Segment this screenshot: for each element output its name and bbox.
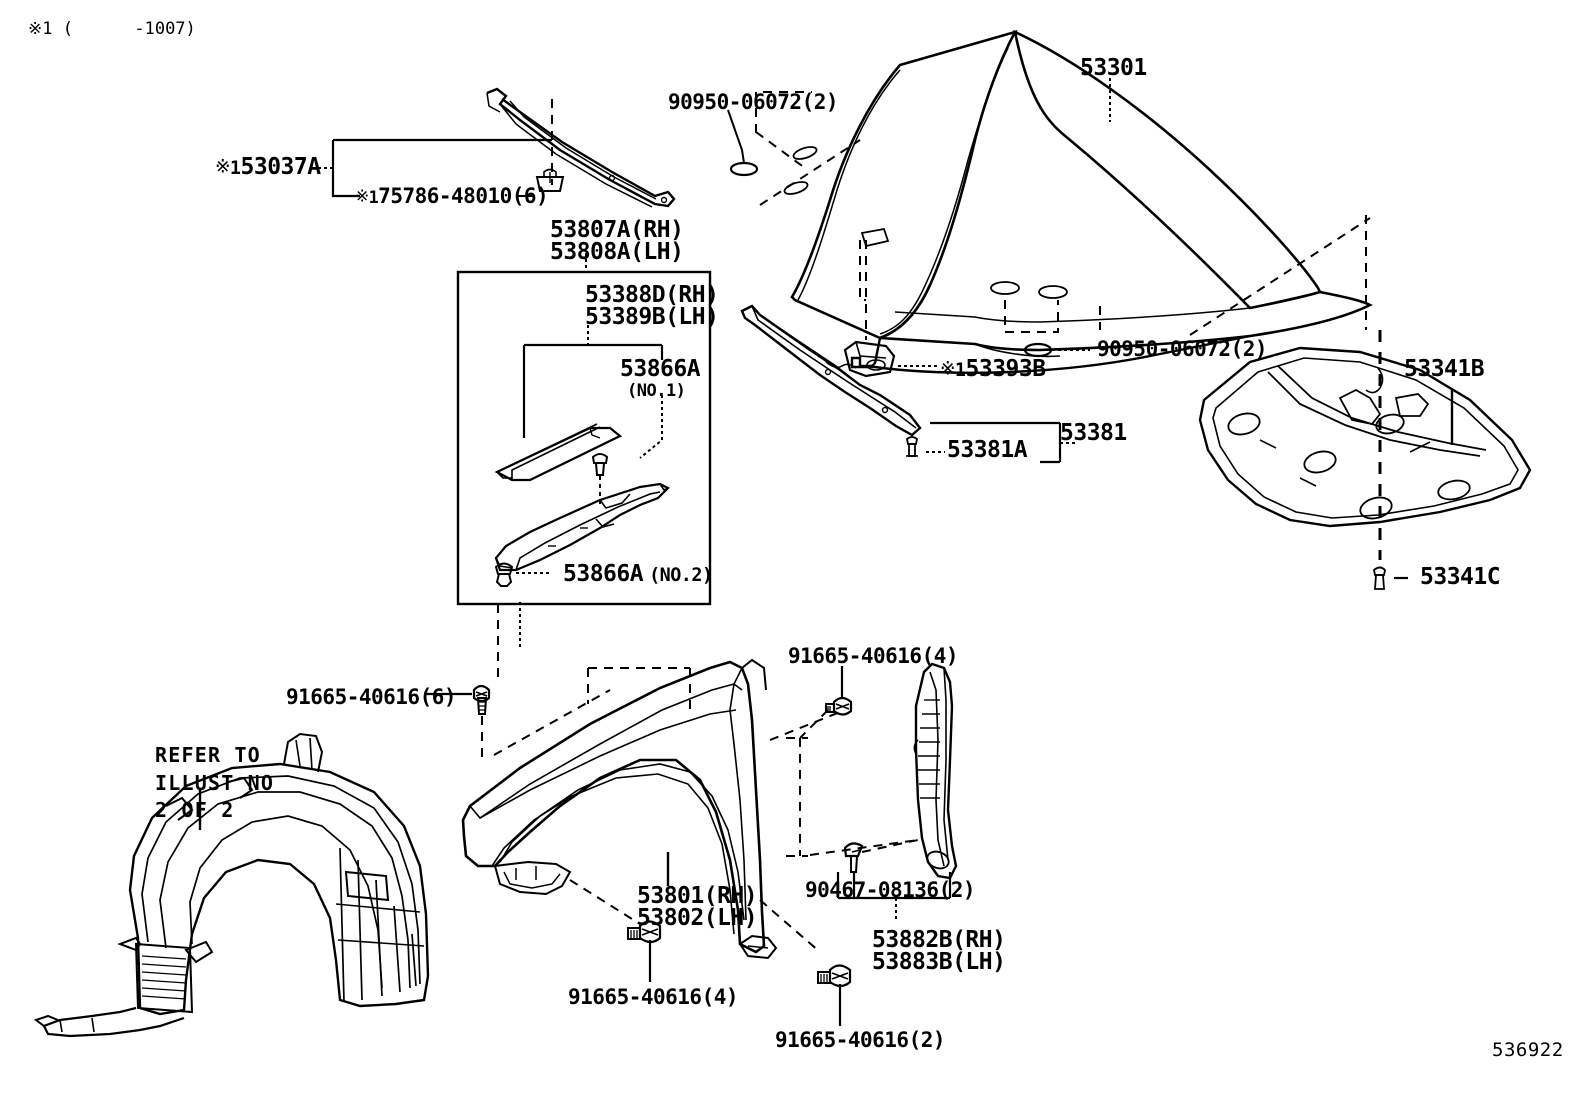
bolt-91665-4-upper [799,666,853,739]
seal-clip-lower [494,562,552,587]
label-53807A-RH: 53807A(RH) [550,217,684,243]
bolt-91665-2 [817,964,852,1026]
illust-note: ※1 ( -1007) [28,19,196,39]
bracket-group-box [456,270,712,680]
label-53381A: 53381A [947,437,1028,463]
label-53866A-no1-sub: (NO.1) [627,381,686,401]
label-53341B: 53341B [1404,356,1485,382]
hood-dashed-guides [755,91,1371,336]
label-53808A-LH: 53808A(LH) [550,239,684,265]
label-91665-40616-6: 91665-40616(6) [286,685,457,709]
label-53393B: ※153393B [940,356,1046,382]
label-53801-RH: 53801(RH) [637,883,758,909]
label-90467-08136: 90467-08136(2) [805,878,976,902]
hood-to-fender-bracket-shape [494,482,670,572]
label-91665-40616-4-lower: 91665-40616(4) [568,985,739,1009]
hood-bumper-right [1023,342,1090,358]
label-53037A: ※153037A [215,154,321,180]
label-90950-06072-right: 90950-06072(2) [1097,337,1268,361]
label-53883B-LH: 53883B(LH) [872,949,1006,975]
label-90950-06072-left: 90950-06072(2) [668,90,839,114]
hood-lock-stopper-shape [843,240,938,378]
label-53389B-LH: 53389B(LH) [585,304,719,330]
label-53388D-RH: 53388D(RH) [585,282,719,308]
label-53802-LH: 53802(LH) [637,905,758,931]
hood-panel-shape [783,29,1373,374]
label-91665-40616-4-upper: 91665-40616(4) [788,644,959,668]
label-53341C: 53341C [1420,564,1501,590]
label-91665-40616-2: 91665-40616(2) [775,1028,946,1052]
label-53301: 53301 [1080,55,1147,81]
hood-bumper-left [727,109,759,177]
figure-number: 536922 [1492,1039,1564,1061]
label-53381: 53381 [1060,420,1127,446]
label-175786-48010: ※175786-48010(6) [355,184,549,208]
label-53866A-no2: 53866A(NO.2) [563,561,713,587]
hood-seal-no1-shape [494,423,623,482]
seal-clip-upper [591,453,609,508]
label-53866A-no1: 53866A [620,356,701,382]
label-53882B-RH: 53882B(RH) [872,927,1006,953]
